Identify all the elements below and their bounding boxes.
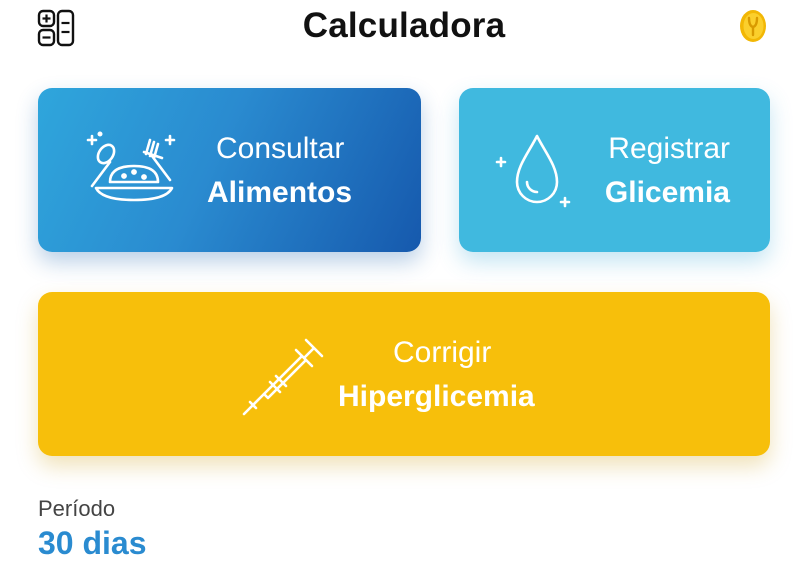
syringe-icon: [242, 338, 324, 416]
page-title: Calculadora: [302, 6, 506, 45]
correct-label: Corrigir: [393, 336, 492, 369]
hyperglycemia-label: Hiperglicemia: [338, 380, 535, 413]
glucose-label: Glicemia: [604, 176, 730, 209]
header: Calculadora: [0, 0, 808, 60]
food-plate-icon: [86, 131, 176, 202]
calculator-icon[interactable]: [36, 8, 76, 48]
period-label: Período: [38, 496, 116, 521]
foods-label: Alimentos: [207, 176, 353, 209]
correct-hyperglycemia-card[interactable]: Corrigir Hiperglicemia: [38, 292, 770, 456]
coin-icon[interactable]: [737, 8, 769, 44]
register-label: Registrar: [608, 132, 730, 165]
consult-foods-card[interactable]: Consultar Alimentos: [38, 88, 421, 252]
consult-label: Consultar: [216, 132, 345, 165]
register-glucose-card[interactable]: Registrar Glicemia: [459, 88, 770, 252]
drop-icon: [495, 134, 571, 208]
period-value[interactable]: 30 dias: [38, 525, 147, 561]
